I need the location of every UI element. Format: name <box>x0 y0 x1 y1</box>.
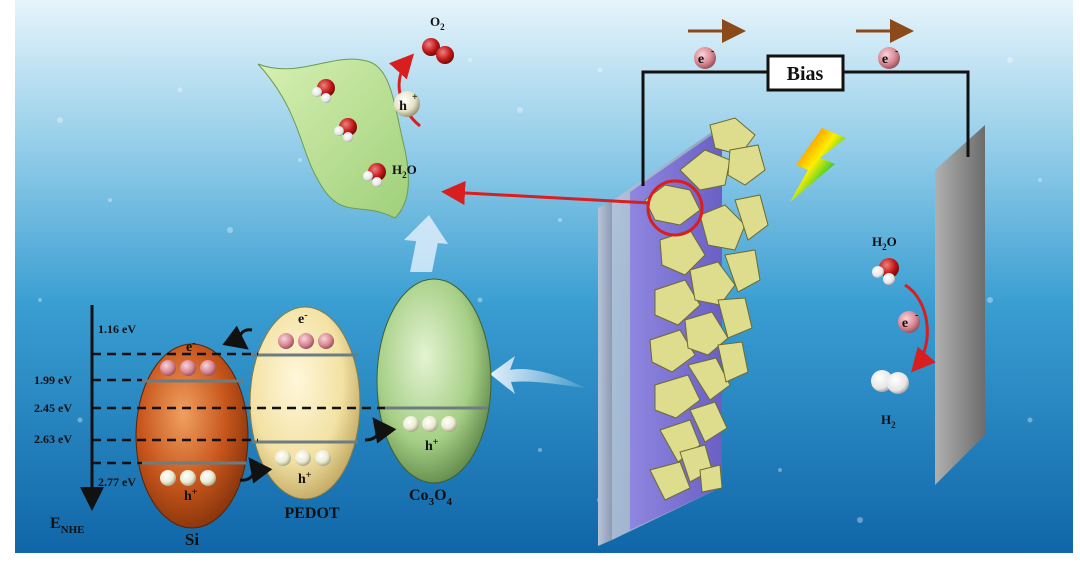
svg-text:2.45 eV: 2.45 eV <box>34 401 72 415</box>
si-holes <box>160 470 216 486</box>
her-arrow <box>904 283 936 373</box>
svg-text:-: - <box>895 46 898 57</box>
pedot-electron-label: e- <box>298 310 308 327</box>
co3o4-ellipse <box>376 278 492 484</box>
bias-box <box>766 54 845 92</box>
svg-text:e: e <box>902 316 908 331</box>
circuit-electron-right: e - <box>878 46 900 69</box>
oer-water-label: H2O <box>392 162 417 180</box>
upward-flow-arrow <box>404 215 448 272</box>
si-hole-label: h+ <box>184 487 198 504</box>
external-circuit <box>641 70 970 186</box>
her-electron: e - <box>898 310 920 333</box>
energy-axis-label: ENHE <box>50 515 85 536</box>
zoom-arrow <box>441 180 651 205</box>
co3o4-hole-label: h+ <box>425 437 439 454</box>
energy-level-labels: 1.16 eV 1.99 eV 2.45 eV 2.63 eV 2.77 eV <box>34 322 136 489</box>
energy-level-dashes <box>92 352 385 465</box>
pedot-holes <box>275 450 331 466</box>
oxygen-label: O2 <box>430 14 445 32</box>
zoom-circle <box>646 179 704 237</box>
pedot-electrons <box>278 333 334 349</box>
water-droplets <box>38 57 1042 523</box>
her-water-label: H2O <box>872 234 897 252</box>
svg-text:+: + <box>412 92 418 103</box>
svg-text:-: - <box>915 310 918 321</box>
svg-text:2.63 eV: 2.63 eV <box>34 432 72 446</box>
svg-text:1.16 eV: 1.16 eV <box>98 322 136 336</box>
svg-text:2.77 eV: 2.77 eV <box>98 475 136 489</box>
svg-text:e: e <box>882 52 888 67</box>
si-electrons <box>160 360 216 376</box>
svg-text:e: e <box>698 52 704 67</box>
pedot-label: PEDOT <box>284 505 339 522</box>
si-label: Si <box>185 530 199 549</box>
charge-transfer-arrows <box>222 325 397 484</box>
svg-text:h: h <box>399 99 407 114</box>
co3o4-nanosheets <box>644 117 769 501</box>
hydrogen-molecule <box>871 370 909 394</box>
oxygen-molecule <box>422 38 454 64</box>
si-electron-label: e- <box>186 338 196 355</box>
water-molecules-on-sheet <box>312 79 386 187</box>
co3o4-holes <box>403 416 457 432</box>
her-water-molecule <box>872 258 899 285</box>
bias-label: Bias <box>787 63 824 85</box>
circuit-electron-left: e - <box>694 46 716 69</box>
hydrogen-label: H2 <box>881 412 896 430</box>
pedot-hole-label: h+ <box>298 470 312 487</box>
light-bolt-icon <box>790 128 846 202</box>
cathode-plate <box>935 125 985 485</box>
svg-text:-: - <box>711 46 714 57</box>
co3o4-label: Co3O4 <box>409 487 453 508</box>
leftward-flow-arrow <box>490 356 585 394</box>
oer-hole: h + <box>394 91 420 117</box>
svg-text:1.99 eV: 1.99 eV <box>34 373 72 387</box>
